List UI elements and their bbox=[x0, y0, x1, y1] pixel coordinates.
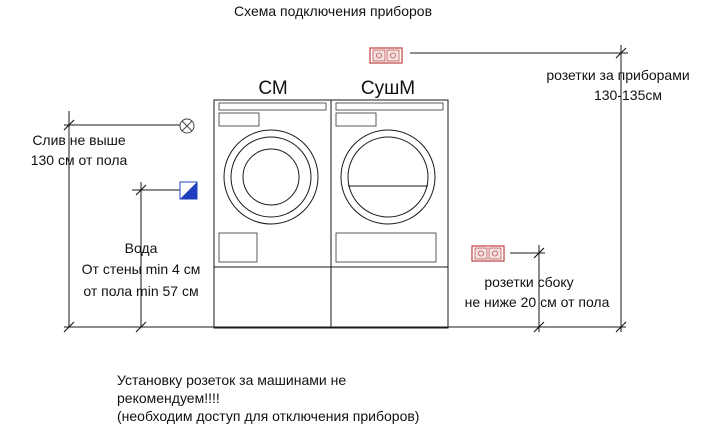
washer-pedestal bbox=[213, 266, 332, 329]
dryer-pedestal bbox=[330, 266, 449, 329]
drain-label-line2: 130 см от пола bbox=[31, 152, 128, 168]
washer-machine bbox=[213, 99, 332, 268]
note-line2: рекомендуем!!!! bbox=[117, 390, 220, 406]
drain-label-line1: Слив не выше bbox=[32, 132, 126, 148]
water-label-line3: от пола min 57 см bbox=[83, 283, 198, 299]
double-socket-icon bbox=[471, 245, 505, 262]
sockets-side-dimension bbox=[510, 245, 545, 333]
washer-label: СМ bbox=[258, 78, 287, 99]
half-filled-square-icon bbox=[179, 181, 198, 200]
note-line1: Установку розеток за машинами не bbox=[117, 372, 346, 388]
drain-marker bbox=[63, 111, 180, 333]
water-label-line1: Вода bbox=[125, 240, 158, 256]
diagram-title: Схема подключения приборов bbox=[234, 3, 432, 19]
water-marker bbox=[132, 182, 180, 333]
sockets-side-label-line1: розетки сбоку bbox=[484, 274, 573, 290]
sockets-behind-label-line1: розетки за приборами bbox=[546, 67, 689, 83]
note-line3: (необходим доступ для отключения приборо… bbox=[117, 408, 419, 424]
double-socket-icon bbox=[369, 47, 403, 64]
circle-x-icon bbox=[179, 118, 195, 134]
dryer-label: СушМ bbox=[361, 78, 415, 99]
sockets-behind-dimension bbox=[410, 45, 628, 333]
sockets-behind-label-line2: 130-135см bbox=[594, 87, 662, 103]
sockets-side-label-line2: не ниже 20 см от пола bbox=[465, 294, 610, 310]
dryer-machine bbox=[330, 99, 449, 268]
water-label-line2: От стены min 4 см bbox=[82, 261, 201, 277]
